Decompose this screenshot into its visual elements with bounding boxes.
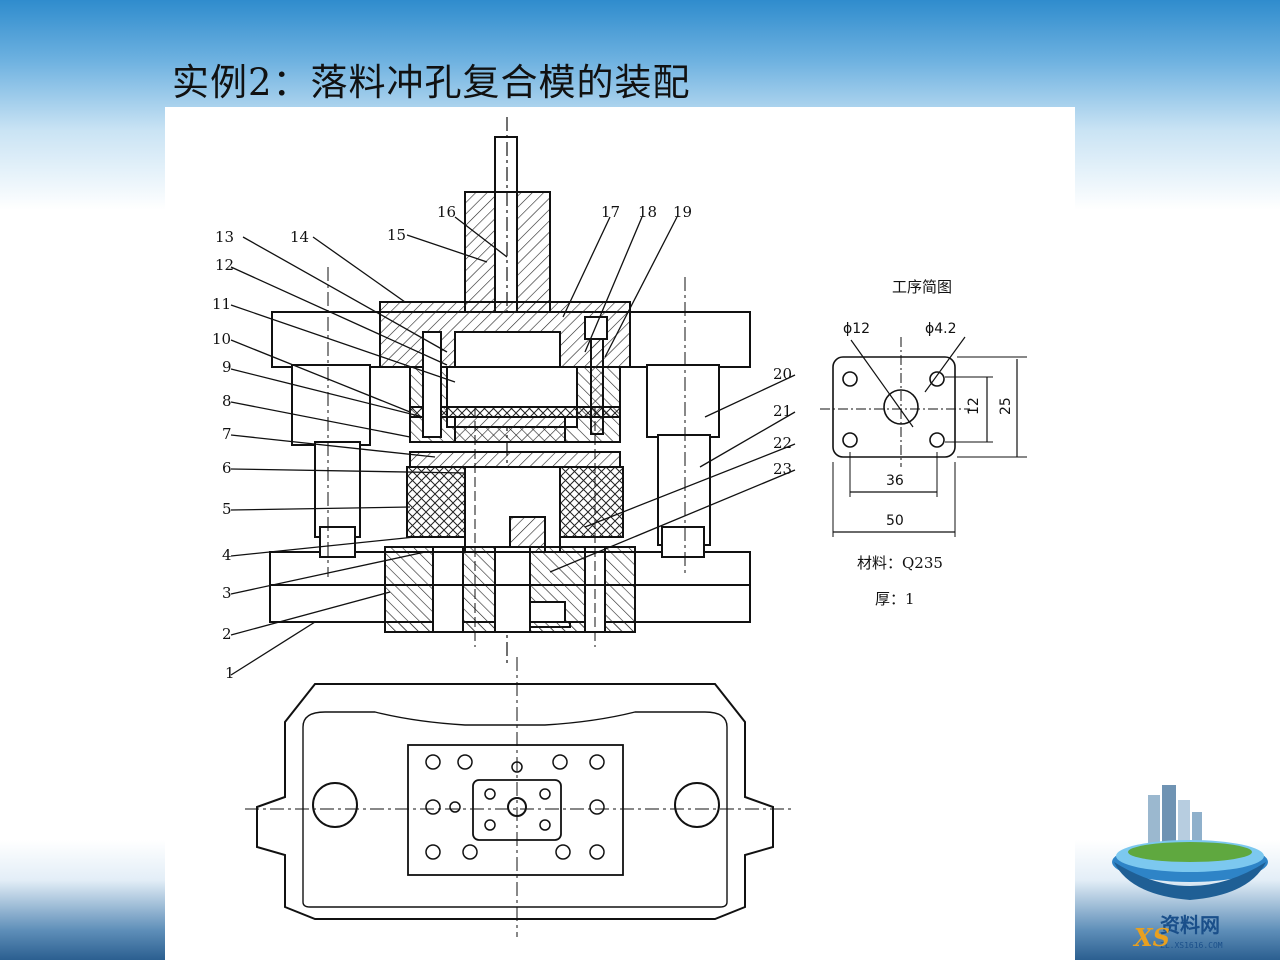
label-7: 7 — [222, 425, 232, 443]
label-4: 4 — [222, 546, 232, 564]
label-9: 9 — [222, 358, 232, 376]
city-globe-icon — [1112, 785, 1268, 900]
dim-hole-large: ϕ12 — [843, 321, 870, 337]
watermark-url: ZL.XS1616.COM — [1160, 941, 1223, 950]
leader-lines — [230, 216, 796, 676]
process-sketch — [820, 336, 1027, 537]
label-1: 1 — [225, 664, 235, 682]
label-19: 19 — [673, 203, 692, 221]
label-13: 13 — [215, 228, 234, 246]
dim-width-outer: 50 — [886, 513, 904, 529]
watermark-mark: XS — [1132, 923, 1170, 952]
label-20: 20 — [773, 365, 792, 383]
label-3: 3 — [222, 584, 232, 602]
label-10: 10 — [212, 330, 231, 348]
label-21: 21 — [773, 402, 792, 420]
dim-hole-small: ϕ4.2 — [925, 321, 957, 337]
label-12: 12 — [215, 256, 234, 274]
label-15: 15 — [387, 226, 406, 244]
thickness-note: 厚：1 — [875, 590, 915, 608]
label-18: 18 — [638, 203, 657, 221]
label-6: 6 — [222, 459, 232, 477]
watermark-logo: 资料网 ZL.XS1616.COM XS — [1100, 780, 1280, 960]
label-14: 14 — [290, 228, 309, 246]
label-11: 11 — [212, 295, 231, 313]
material-note: 材料：Q235 — [857, 554, 943, 572]
dim-width-inner: 36 — [886, 473, 904, 489]
slide-title: 实例2：落料冲孔复合模的装配 — [172, 61, 691, 104]
dim-height-outer: 25 — [998, 397, 1014, 415]
label-22: 22 — [773, 434, 792, 452]
watermark-brand: 资料网 — [1160, 913, 1220, 937]
dim-height-inner: 12 — [966, 397, 982, 415]
label-23: 23 — [773, 460, 792, 478]
label-17: 17 — [601, 203, 620, 221]
process-sketch-text: 工序简图 ϕ12 ϕ4.2 12 25 36 50 材料：Q235 厚：1 — [843, 278, 1014, 608]
process-sketch-title: 工序简图 — [892, 278, 952, 296]
label-2: 2 — [222, 625, 232, 643]
die-assembly-drawing: 13 14 15 16 17 18 19 12 11 10 9 8 7 6 5 … — [165, 107, 1075, 960]
part-number-labels: 13 14 15 16 17 18 19 12 11 10 9 8 7 6 5 … — [212, 203, 792, 682]
die-section-view — [269, 117, 751, 667]
label-16: 16 — [437, 203, 456, 221]
label-5: 5 — [222, 500, 232, 518]
die-plan-view — [245, 657, 795, 937]
label-8: 8 — [222, 392, 232, 410]
